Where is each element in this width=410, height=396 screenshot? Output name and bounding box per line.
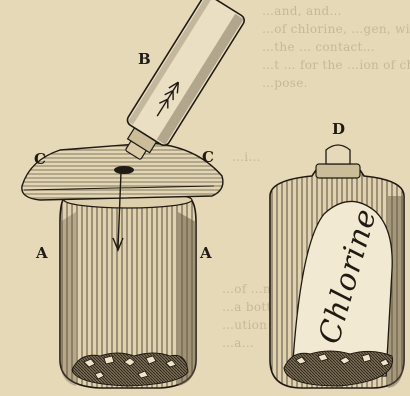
left-jar bbox=[60, 192, 196, 388]
label-stoppered-bottle-d: D bbox=[332, 122, 345, 137]
label-jar-left-a: A bbox=[36, 246, 48, 261]
label-bottle-b: B bbox=[138, 52, 151, 67]
glass-plate bbox=[22, 143, 223, 200]
label-plate-right-c: C bbox=[202, 150, 214, 165]
label-plate-left-c: C bbox=[34, 152, 46, 167]
label-jar-right-a: A bbox=[200, 246, 212, 261]
